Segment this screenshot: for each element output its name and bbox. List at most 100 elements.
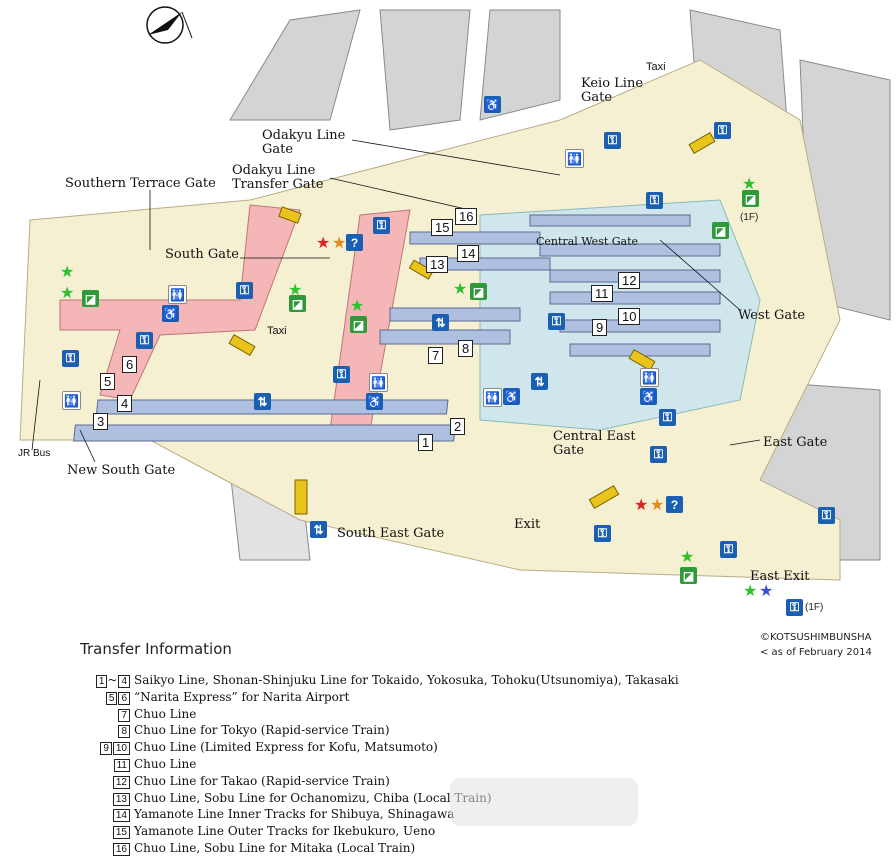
platform-numbers: 8 xyxy=(80,722,130,739)
green-star-icon: ★ xyxy=(743,581,758,600)
blue-star-icon: ★ xyxy=(759,581,774,600)
platform-16-badge: 16 xyxy=(455,208,478,225)
elevator-icon: ⇅ xyxy=(254,393,271,410)
platform-11-badge: 11 xyxy=(591,285,613,302)
elevator-icon: ⇅ xyxy=(432,314,449,331)
restroom-icon: 🚻 xyxy=(483,388,502,407)
platform-8-badge: 8 xyxy=(458,340,474,357)
west-gate-label: West Gate xyxy=(738,308,806,323)
wheelchair-icon: ♿ xyxy=(366,393,383,410)
platform-5-badge: 5 xyxy=(100,373,116,390)
transfer-information: Transfer Information 1~4 Saikyo Line, Sho… xyxy=(80,640,800,857)
platform-numbers: 12 xyxy=(80,773,130,790)
elevator-icon: ⇅ xyxy=(531,373,548,390)
south-gate-label: South Gate xyxy=(165,247,239,262)
overlay-box xyxy=(450,778,638,826)
platform-number-badge: 11 xyxy=(113,758,130,772)
platform-number-badge: 6 xyxy=(118,691,130,705)
transfer-row: 7 Chuo Line xyxy=(80,706,800,723)
transfer-row: 11 Chuo Line xyxy=(80,756,800,773)
gate-leader-lines xyxy=(31,139,761,463)
coin-locker-icon: ⚿ xyxy=(62,350,79,367)
transfer-description: Yamanote Line Inner Tracks for Shibuya, … xyxy=(134,807,455,822)
platform-6-badge: 6 xyxy=(122,356,138,373)
coin-locker-icon: ⚿ xyxy=(650,446,667,463)
coin-locker-icon: ⚿ xyxy=(720,541,737,558)
coin-locker-icon: ⚿ xyxy=(236,282,253,299)
platform-numbers: 1~4 xyxy=(80,672,130,689)
coin-locker-icon: ⚿ xyxy=(604,132,621,149)
green-star-icon: ★ xyxy=(288,280,303,299)
transfer-description: Chuo Line for Takao (Rapid-service Train… xyxy=(134,773,390,788)
transfer-row: 12 Chuo Line for Takao (Rapid-service Tra… xyxy=(80,773,800,790)
transfer-description: Chuo Line for Tokyo (Rapid-service Train… xyxy=(134,723,390,738)
keio-line-gate-label: Keio Line Gate xyxy=(581,76,644,105)
platform-number-badge: 7 xyxy=(118,708,130,722)
platform-number-badge: 13 xyxy=(112,792,130,806)
new-south-gate-label: New South Gate xyxy=(67,463,176,478)
odakyu-line-transfer-gate-label: Odakyu Line Transfer Gate xyxy=(232,163,324,192)
south-east-gate-label: South East Gate xyxy=(337,526,445,541)
transfer-row: 8 Chuo Line for Tokyo (Rapid-service Trai… xyxy=(80,722,800,739)
coin-locker-icon: ⚿ xyxy=(659,409,676,426)
transfer-title: Transfer Information xyxy=(80,640,232,658)
platform-number-badge: 8 xyxy=(118,725,130,739)
wheelchair-icon: ♿ xyxy=(640,388,657,405)
restroom-icon: 🚻 xyxy=(168,285,187,304)
platform-bars xyxy=(73,214,721,442)
odakyu-line-gate-label: Odakyu Line Gate xyxy=(262,128,346,157)
platform-number-badge: 15 xyxy=(112,826,130,840)
ticket-office-icon: ◪ xyxy=(82,290,99,307)
orange-star-icon: ★ xyxy=(650,495,665,514)
east-exit-label: East Exit xyxy=(750,569,810,584)
information-icon: ? xyxy=(666,496,683,513)
platform-number-badge: 4 xyxy=(118,675,130,688)
red-star-icon: ★ xyxy=(316,233,331,252)
platform-14-badge: 14 xyxy=(457,245,480,262)
information-icon: ? xyxy=(346,234,363,251)
ticket-office-icon: ◪ xyxy=(350,316,367,333)
green-star-icon: ★ xyxy=(350,296,365,315)
restroom-icon: 🚻 xyxy=(565,149,584,168)
platform-numbers: 15 xyxy=(80,823,130,840)
exit-label: Exit xyxy=(514,517,541,532)
coin-locker-icon: ⚿ xyxy=(714,122,731,139)
taxi-label-top: Taxi xyxy=(646,61,666,73)
platform-numbers: 16 xyxy=(80,840,130,857)
platform-3-badge: 3 xyxy=(93,413,109,430)
platform-numbers: 7 xyxy=(80,706,130,723)
transfer-description: “Narita Express” for Narita Airport xyxy=(134,689,350,704)
transfer-description: Saikyo Line, Shonan-Shinjuku Line for To… xyxy=(134,673,679,687)
floor-note-east: (1F) xyxy=(805,602,824,613)
coin-locker-icon: ⚿ xyxy=(548,313,565,330)
orange-star-icon: ★ xyxy=(332,233,347,252)
wheelchair-icon: ♿ xyxy=(484,96,501,113)
green-star-icon: ★ xyxy=(680,547,695,566)
restroom-icon: 🚻 xyxy=(62,391,81,410)
restroom-icon: 🚻 xyxy=(640,368,659,387)
range-tilde: ~ xyxy=(107,673,118,687)
platform-1-badge: 1 xyxy=(418,434,434,451)
transfer-description: Chuo Line xyxy=(134,756,197,771)
green-star-icon: ★ xyxy=(60,283,75,302)
transfer-description: Chuo Line xyxy=(134,706,197,721)
coin-locker-icon: ⚿ xyxy=(594,525,611,542)
green-star-icon: ★ xyxy=(742,174,757,193)
elevator-icon: ⇅ xyxy=(310,521,327,538)
central-east-gate-label: Central East Gate xyxy=(553,429,636,458)
platform-15-badge: 15 xyxy=(431,219,454,236)
jr-bus-label: JR Bus xyxy=(18,448,51,459)
publisher-credit: ©KOTSUSHIMBUNSHA xyxy=(760,632,872,643)
platform-number-badge: 10 xyxy=(112,742,130,756)
coin-locker-icon: ⚿ xyxy=(818,507,835,524)
ticket-office-icon: ◪ xyxy=(470,283,487,300)
transfer-description: Chuo Line (Limited Express for Kofu, Mat… xyxy=(134,740,438,755)
wheelchair-icon: ♿ xyxy=(162,305,179,322)
platform-12-badge: 12 xyxy=(618,272,641,289)
taxi-label-south: Taxi xyxy=(267,325,287,337)
